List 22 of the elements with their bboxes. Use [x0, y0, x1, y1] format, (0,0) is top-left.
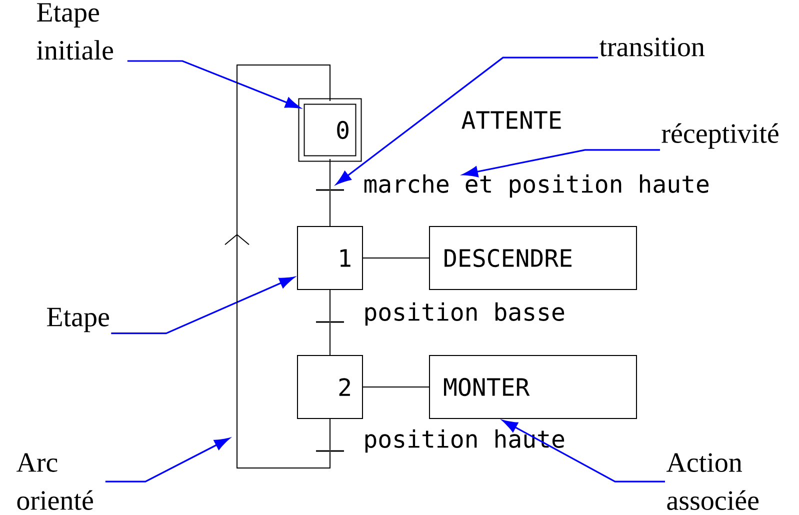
link-line	[224, 64, 330, 468]
annotation-text: réceptivité	[662, 123, 778, 149]
link-line	[362, 386, 430, 388]
annotation-text: Action associée	[666, 453, 759, 510]
leader-line	[502, 420, 665, 482]
condition-text: position basse	[365, 302, 564, 326]
leader-line	[111, 276, 294, 334]
step-box: 1	[297, 226, 363, 290]
leader-line	[462, 149, 660, 178]
action-box: DESCENDRE	[429, 226, 637, 290]
leader-line	[336, 56, 598, 185]
annotation-text: Etape initiale	[36, 3, 113, 60]
leader-line	[127, 60, 300, 108]
initial-step-box: 0	[298, 98, 362, 162]
annotation-text: transition	[599, 38, 705, 56]
step-comment: ATTENTE	[462, 111, 561, 129]
step-box: 2	[297, 355, 363, 419]
annotation-text: Arc orienté	[16, 453, 93, 510]
leader-line	[105, 438, 230, 482]
condition-text: marche et position haute	[364, 174, 709, 198]
action-box: MONTER	[429, 355, 637, 419]
annotation-text: Etape	[47, 308, 109, 332]
